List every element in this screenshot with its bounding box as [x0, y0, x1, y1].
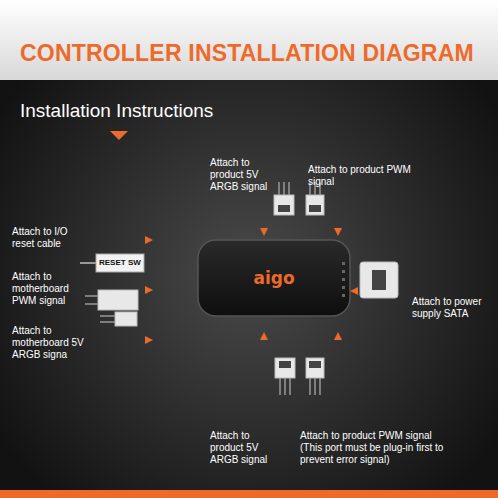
- diagram-title: CONTROLLER INSTALLATION DIAGRAM: [20, 40, 474, 67]
- plug-label: RESET SW: [99, 257, 141, 269]
- brand-logo: aigo: [253, 268, 294, 288]
- callout-text: Attach to product PWM signal (This port …: [300, 430, 445, 466]
- callout-text: Attach to product PWM signal: [308, 164, 418, 188]
- callout-text: Attach to product 5V ARGB signal: [210, 157, 274, 193]
- controller-box: aigo: [198, 240, 350, 316]
- callout-text: Attach to motherboard 5V ARGB signa: [12, 325, 94, 361]
- callout-text: Attach to product 5V ARGB signal: [210, 430, 274, 466]
- callout-text: Attach to power supply SATA: [412, 296, 492, 320]
- section-heading: Installation Instructions: [20, 100, 280, 122]
- callout-text: Attach to I/O reset cable: [12, 226, 92, 250]
- callout-text: Attach to motherboard PWM signal: [12, 271, 92, 307]
